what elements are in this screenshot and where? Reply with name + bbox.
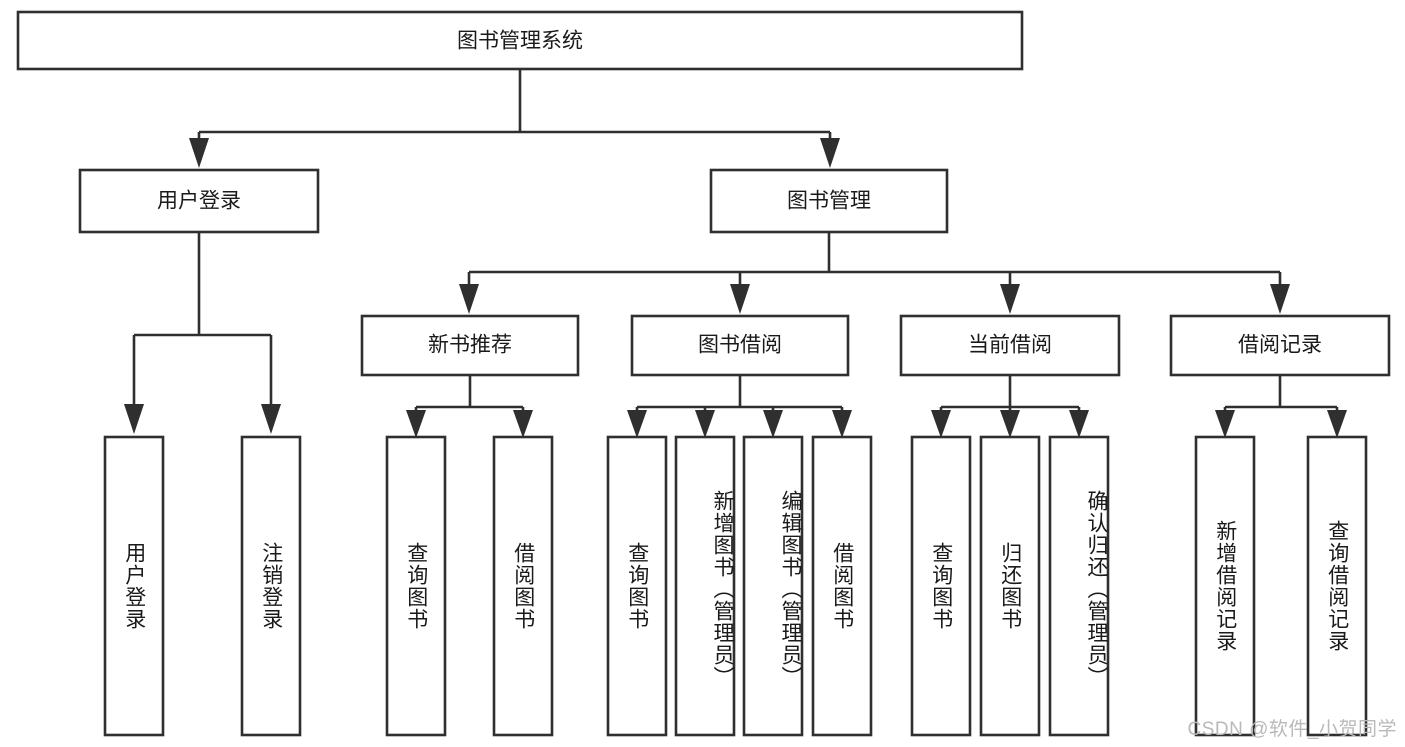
- leaf-confirm-return-box[interactable]: [1048, 435, 1110, 737]
- node-user-login-label: 用户登录: [157, 190, 241, 213]
- node-new-book-recommend-box: [360, 314, 580, 377]
- arrow-head-icon-leaf-logout-login: [261, 404, 281, 434]
- arrow-head-icon-leaf-borrow-book-1: [513, 410, 533, 438]
- node-current-borrow-label: 当前借阅: [968, 334, 1052, 357]
- node-new-book-recommend[interactable]: 新书推荐: [360, 314, 580, 377]
- node-root-system[interactable]: 图书管理系统: [16, 10, 1024, 71]
- node-current-borrow[interactable]: 当前借阅: [899, 314, 1121, 377]
- arrow-head-icon-leaf-query-record: [1327, 410, 1347, 438]
- csdn-watermark: CSDN @软件_小贺同学: [1187, 719, 1397, 740]
- node-book-management[interactable]: 图书管理: [709, 168, 949, 234]
- node-book-management-label: 图书管理: [787, 190, 871, 213]
- leaf-borrow-book-1-box[interactable]: [492, 435, 554, 737]
- node-borrow-record-box: [1169, 314, 1391, 377]
- arrow-head-icon-leaf-query-book-1: [406, 410, 426, 438]
- leaf-query-book-3-box[interactable]: [910, 435, 972, 737]
- leaf-edit-book-box[interactable]: [742, 435, 804, 737]
- arrow-head-icon-leaf-confirm-return: [1069, 410, 1089, 438]
- node-book-borrow-label: 图书借阅: [698, 334, 782, 357]
- arrow-head-icon-to-current-borrow: [1000, 284, 1020, 314]
- node-user-login[interactable]: 用户登录: [78, 168, 320, 234]
- arrow-head-icon-to-book-borrow: [730, 284, 750, 314]
- leaf-return-book-box[interactable]: [979, 435, 1041, 737]
- leaf-query-book-1-box[interactable]: [385, 435, 447, 737]
- leaf-add-book-box[interactable]: [674, 435, 736, 737]
- node-new-book-recommend-label: 新书推荐: [428, 334, 512, 357]
- arrow-head-icon-leaf-edit-book: [763, 410, 783, 438]
- node-root-system-box: [16, 10, 1024, 71]
- node-borrow-record-label: 借阅记录: [1238, 334, 1322, 357]
- leaf-add-record-box[interactable]: [1194, 435, 1256, 737]
- arrow-head-icon-leaf-return-book: [1000, 410, 1020, 438]
- arrow-head-icon-to-book-management: [820, 138, 840, 168]
- arrow-head-icon-to-borrow-record: [1270, 284, 1290, 314]
- node-borrow-record[interactable]: 借阅记录: [1169, 314, 1391, 377]
- leaf-logout-login-box[interactable]: [240, 435, 302, 737]
- leaf-query-book-2-box[interactable]: [606, 435, 668, 737]
- arrow-head-icon-leaf-query-book-2: [627, 410, 647, 438]
- arrow-head-icon-to-new-book-recommend: [459, 284, 479, 314]
- node-current-borrow-box: [899, 314, 1121, 377]
- leaf-borrow-book-2-box[interactable]: [811, 435, 873, 737]
- arrow-head-icon-to-user-login: [189, 138, 209, 168]
- node-book-management-box: [709, 168, 949, 234]
- arrow-head-icon-leaf-user-login: [124, 404, 144, 434]
- arrow-head-icon-leaf-borrow-book-2: [832, 410, 852, 438]
- arrow-head-icon-leaf-add-book: [695, 410, 715, 438]
- leaf-query-record-box[interactable]: [1306, 435, 1368, 737]
- arrow-head-icon-leaf-add-record: [1215, 410, 1235, 438]
- node-root-system-label: 图书管理系统: [457, 30, 583, 53]
- leaf-user-login-box[interactable]: [103, 435, 165, 737]
- node-book-borrow-box: [630, 314, 850, 377]
- node-book-borrow[interactable]: 图书借阅: [630, 314, 850, 377]
- arrow-head-icon-leaf-query-book-3: [931, 410, 951, 438]
